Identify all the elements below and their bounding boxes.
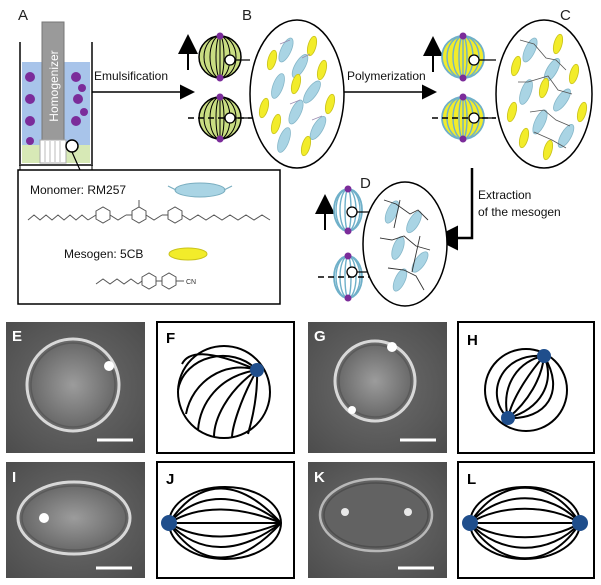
polymerization-label: Polymerization bbox=[347, 69, 426, 83]
panel-label-f: F bbox=[166, 330, 175, 347]
cn-label: CN bbox=[186, 279, 196, 286]
monomer-label: Monomer: RM257 bbox=[30, 183, 126, 197]
panel-a: A Homogenizer bbox=[18, 7, 93, 171]
zoom-ellipse-b bbox=[249, 19, 345, 169]
defect-h-bottom bbox=[501, 411, 515, 425]
panel-label-d: D bbox=[360, 175, 371, 192]
panel-k: K bbox=[308, 462, 447, 578]
rm257-structure bbox=[27, 200, 271, 224]
network-c bbox=[506, 33, 588, 161]
extraction-label-2: of the mesogen bbox=[478, 205, 561, 219]
defect-l-left bbox=[462, 515, 478, 531]
panel-label-c: C bbox=[560, 7, 571, 24]
5cb-structure bbox=[95, 272, 184, 290]
droplet-b1 bbox=[198, 32, 242, 82]
droplet-d1 bbox=[333, 185, 363, 235]
network-d bbox=[379, 199, 431, 292]
homogenizer-head bbox=[39, 139, 67, 164]
emulsification-label: Emulsification bbox=[94, 69, 168, 83]
mesogen-rod bbox=[168, 247, 208, 261]
zoom-ellipse-d bbox=[362, 181, 448, 307]
defect-j bbox=[161, 515, 177, 531]
defect-h-top bbox=[537, 349, 551, 363]
panel-c: C bbox=[423, 7, 593, 169]
panel-label-h: H bbox=[467, 332, 478, 349]
materials-box: Monomer: RM257 Mesogen: 5CB bbox=[17, 169, 281, 305]
panel-b: B bbox=[178, 7, 345, 169]
panel-label-b: B bbox=[242, 7, 252, 24]
panel-label-g: G bbox=[314, 328, 326, 345]
panel-l: L bbox=[457, 461, 595, 579]
mixture-b bbox=[258, 35, 336, 157]
extraction-label-1: Extraction bbox=[478, 188, 531, 202]
panel-label-k: K bbox=[314, 469, 325, 486]
droplet-d2 bbox=[318, 252, 376, 302]
panel-h: H bbox=[457, 321, 595, 454]
zoom-circle bbox=[65, 139, 79, 153]
beaker bbox=[19, 42, 93, 166]
homogenizer-label: Homogenizer bbox=[47, 50, 61, 121]
monomer-rod bbox=[174, 182, 226, 198]
panel-f: F bbox=[156, 321, 295, 454]
defect-f bbox=[250, 363, 264, 377]
arrow-extraction bbox=[433, 168, 474, 251]
panel-e: E bbox=[6, 322, 145, 453]
mesogen-label: Mesogen: 5CB bbox=[64, 247, 143, 261]
panel-i: I bbox=[6, 462, 145, 578]
defect-l-right bbox=[572, 515, 588, 531]
droplets bbox=[25, 72, 88, 145]
panel-d: D bbox=[315, 175, 448, 307]
panel-g: G bbox=[308, 322, 447, 453]
panel-label-e: E bbox=[12, 328, 22, 345]
panel-label-i: I bbox=[12, 469, 16, 486]
panel-label-l: L bbox=[467, 471, 476, 488]
panel-label-j: J bbox=[166, 471, 174, 488]
panel-label-a: A bbox=[18, 7, 28, 24]
panel-j: J bbox=[156, 461, 295, 579]
